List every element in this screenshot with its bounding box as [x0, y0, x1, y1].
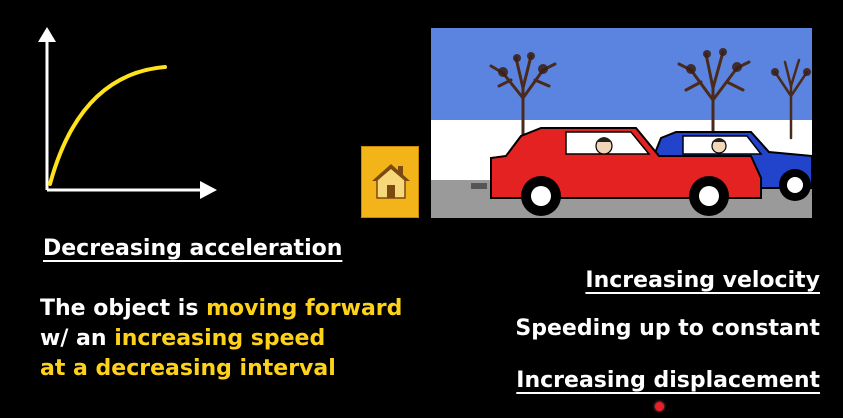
tree	[773, 58, 809, 140]
red-car	[471, 127, 762, 216]
cars-animation	[431, 28, 812, 218]
position-time-graph	[38, 27, 217, 199]
home-button[interactable]	[361, 146, 419, 218]
tree	[677, 50, 751, 150]
curve	[48, 65, 167, 186]
description-text: The object is	[40, 296, 207, 321]
description-text: w/ an	[40, 326, 115, 351]
description-line-3: at a decreasing interval	[40, 354, 402, 384]
tree	[489, 54, 557, 140]
x-axis-arrow	[200, 181, 217, 199]
y-axis-arrow	[38, 27, 56, 42]
axes	[38, 27, 217, 199]
description-line-2: w/ an increasing speed	[40, 324, 402, 354]
description-highlight: increasing speed	[114, 326, 326, 351]
description-highlight: moving forward	[206, 296, 403, 321]
increasing-velocity-label: Increasing velocity	[585, 268, 820, 293]
home-icon	[372, 164, 410, 199]
decreasing-acceleration-heading: Decreasing acceleration	[43, 236, 343, 261]
pointer-dot	[655, 402, 664, 411]
increasing-displacement-label: Increasing displacement	[516, 368, 820, 393]
description-line-1: The object is moving forward	[40, 294, 402, 324]
description-highlight: at a decreasing interval	[40, 356, 336, 381]
description: The object is moving forward w/ an incre…	[40, 294, 402, 384]
speeding-up-label: Speeding up to constant	[515, 316, 820, 341]
